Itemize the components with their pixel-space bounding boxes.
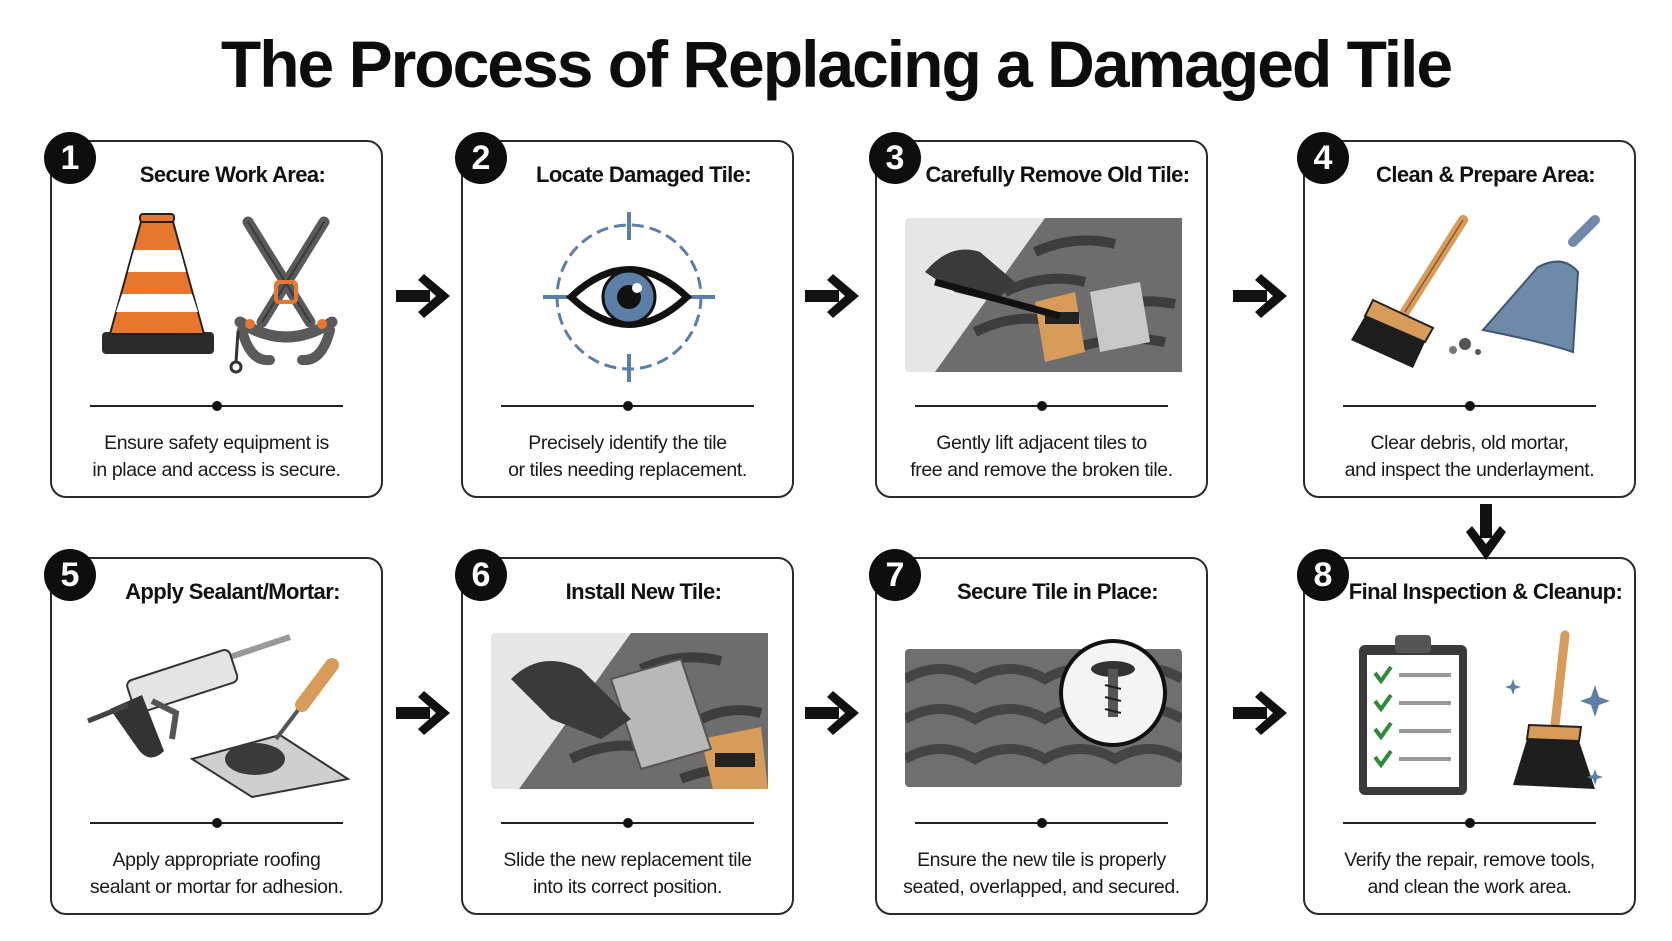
step-card-6: 6 Install New Tile: Slide the new replac… [455,549,794,915]
arrow-down-icon [1466,504,1506,560]
arrow-right-icon [1233,691,1287,735]
step-description: Ensure the new tile is properly seated, … [903,849,1180,898]
step-card-2: 2 Locate Damaged Tile: Precisely identif… [455,132,794,498]
divider-dot [623,401,633,411]
trowel-icon [189,658,351,799]
step-description: Ensure safety equipment is in place and … [92,432,341,481]
step-illustration [1333,629,1610,799]
step-heading: Locate Damaged Tile: [536,162,752,187]
arrow-right-icon [1233,274,1287,318]
arrow-right-icon [805,274,859,318]
tile-removal-icon [905,218,1182,372]
step-illustration [80,212,357,382]
divider-dot [1465,818,1475,828]
step-number-badge: 4 [1297,132,1349,184]
step-description: Precisely identify the tile or tiles nee… [508,432,747,481]
step-description: Apply appropriate roofing sealant or mor… [89,849,344,898]
step-card-8: 8 Final Inspection & Cleanup: [1297,549,1636,915]
step-illustration [491,212,768,382]
step-heading: Apply Sealant/Mortar: [125,579,340,604]
step-heading: Clean & Prepare Area: [1376,162,1596,187]
page-title: The Process of Replacing a Damaged Tile [220,27,1453,101]
arrow-right-icon [396,274,450,318]
divider-dot [1037,401,1047,411]
checklist-clipboard-icon [1359,635,1467,795]
step-number-badge: 3 [869,132,921,184]
divider-dot [212,818,222,828]
step-heading: Final Inspection & Cleanup: [1348,579,1623,604]
step-number-badge: 8 [1297,549,1349,601]
eye-target-icon [543,212,715,382]
step-card-7: 7 Secure Tile in Place: Ensure the new t… [869,549,1208,915]
safety-harness-icon [229,216,338,374]
step-number-badge: 6 [455,549,507,601]
step-illustration [905,212,1182,382]
step-illustration [491,629,768,799]
broom-icon [1351,215,1468,368]
step-illustration [1333,212,1610,382]
traffic-cone-icon [102,213,214,354]
divider-dot [623,818,633,828]
step-number-badge: 1 [44,132,96,184]
step-heading: Install New Tile: [565,579,722,604]
step-number-badge: 5 [44,549,96,601]
tile-install-icon [491,633,768,789]
step-heading: Carefully Remove Old Tile: [925,162,1191,187]
step-illustration [80,629,357,799]
sparkle-icon [1505,679,1610,785]
step-card-1: 1 Secure Work Area: [44,132,383,498]
step-description: Slide the new replacement tile into its … [503,849,752,898]
broom-icon [1513,630,1595,789]
arrow-right-icon [805,691,859,735]
step-card-5: 5 Apply Sealant/Mortar: Apply appropriat… [44,549,383,915]
dustpan-icon [1449,215,1600,355]
step-heading: Secure Tile in Place: [957,579,1159,604]
arrow-right-icon [396,691,450,735]
step-card-3: 3 Carefully Remove Old Tile: Gently lift… [869,132,1208,498]
divider-dot [212,401,222,411]
step-description: Gently lift adjacent tiles to free and r… [910,432,1173,481]
screw-fastener-icon [1059,639,1167,747]
caulk-gun-icon [87,634,291,758]
step-heading: Secure Work Area: [139,162,326,187]
divider-dot [1465,401,1475,411]
divider-dot [1037,818,1047,828]
step-number-badge: 2 [455,132,507,184]
step-number-badge: 7 [869,549,921,601]
step-description: Verify the repair, remove tools, and cle… [1344,849,1595,898]
step-card-4: 4 Clean & Prepare Area: Clear debris, ol… [1297,132,1636,498]
step-description: Clear debris, old mortar, and inspect th… [1344,432,1595,481]
step-illustration [902,629,1185,799]
